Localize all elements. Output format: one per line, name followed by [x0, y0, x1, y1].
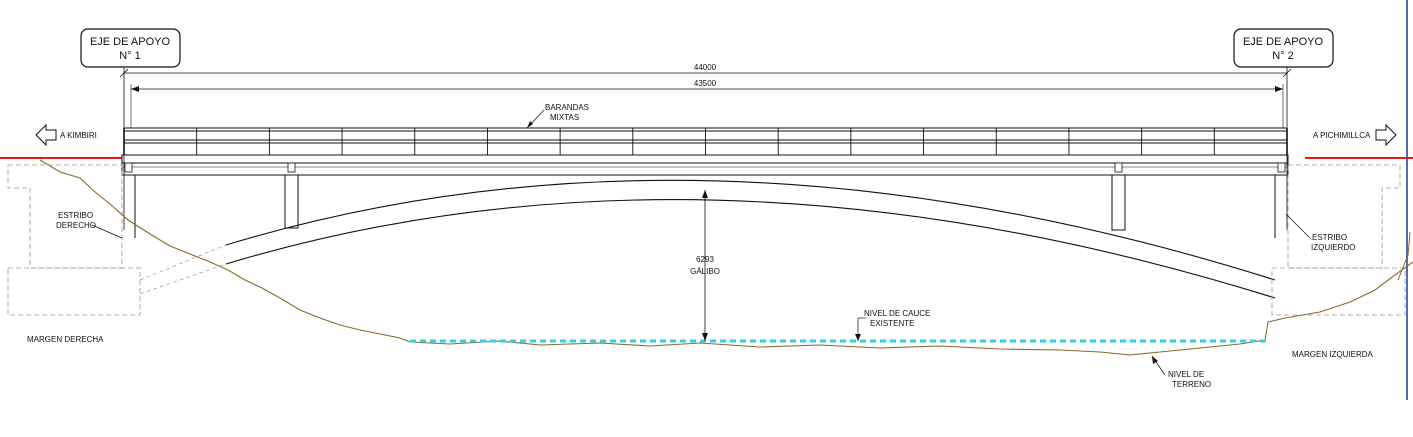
abutment-left-line2: IZQUIERDO [1311, 243, 1355, 252]
dimension-inner: 43500 [130, 79, 1284, 128]
deck-slab [121, 154, 1289, 176]
direction-left-text: A KIMBIRI [60, 131, 97, 140]
dimension-total-text: 44000 [694, 63, 717, 72]
bank-left-label: MARGEN IZQUIERDA [1292, 350, 1374, 359]
axis-label-left: EJE DE APOYO N° 1 [80, 28, 181, 68]
abutment-left-bank [1271, 164, 1406, 316]
deck-connectors [124, 162, 1286, 173]
terrain-right-rise [1397, 231, 1411, 281]
abutment-right-line2: DERECHO [56, 221, 96, 230]
axis-left-line1: EJE DE APOYO [90, 36, 171, 48]
railing-label: BARANDAS MIXTAS [526, 103, 589, 129]
abutment-left-line1: ESTRIBO [1312, 233, 1347, 242]
abutment-right-line1: ESTRIBO [58, 211, 93, 220]
railing [123, 127, 1288, 155]
direction-arrow-right: A PICHIMILLCA [1313, 123, 1397, 147]
ground-level-label: NIVEL DE TERRENO [1151, 355, 1211, 389]
bank-right-label: MARGEN DERECHA [27, 335, 104, 344]
arch [139, 179, 1276, 299]
clearance-label: GÁLIBO [690, 267, 720, 276]
abutment-right-bank [7, 164, 141, 316]
river-level-label: NIVEL DE CAUCE EXISTENTE [855, 309, 930, 341]
axis-left-line2: N° 1 [119, 50, 141, 62]
axis-label-right: EJE DE APOYO N° 2 [1233, 28, 1334, 68]
direction-right-text: A PICHIMILLCA [1313, 131, 1371, 140]
ground-level-line2: TERRENO [1172, 380, 1211, 389]
railing-label-line1: BARANDAS [545, 103, 589, 112]
axis-right-line1: EJE DE APOYO [1243, 36, 1324, 48]
dimension-inner-text: 43500 [694, 79, 717, 88]
railing-label-line2: MIXTAS [550, 113, 579, 122]
post-columns [134, 174, 1276, 238]
dimension-total: 44000 [119, 63, 1292, 78]
clearance-dimension: 6293 GÁLIBO [690, 190, 720, 341]
river-level-line1: NIVEL DE CAUCE [864, 309, 930, 318]
abutment-left-label: ESTRIBO IZQUIERDO [1285, 213, 1355, 252]
abutment-right-label: ESTRIBO DERECHO [56, 211, 123, 239]
direction-arrow-left: A KIMBIRI [35, 123, 97, 147]
axis-right-line2: N° 2 [1272, 50, 1294, 62]
river-level-line2: EXISTENTE [870, 319, 914, 328]
ground-level-line1: NIVEL DE [1168, 370, 1204, 379]
terrain-profile [39, 159, 1413, 356]
clearance-value: 6293 [696, 255, 714, 264]
